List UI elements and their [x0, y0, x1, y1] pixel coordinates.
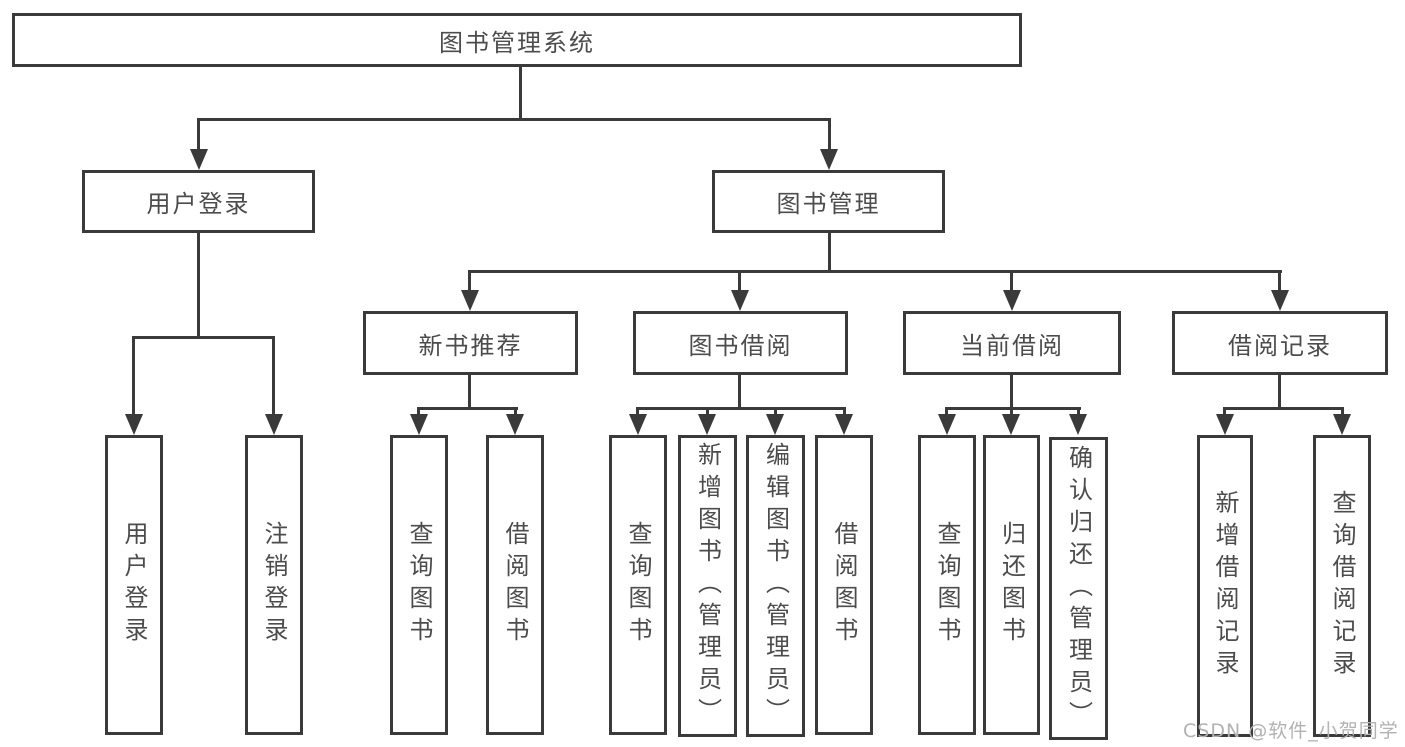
node-label: 归还图书	[997, 521, 1026, 649]
arrow-down-icon	[629, 414, 647, 435]
connector-line	[738, 375, 741, 409]
connector-line	[468, 270, 1282, 273]
connector-line	[945, 407, 948, 416]
node-borrow-books: 借阅图书	[486, 435, 544, 735]
connector-line	[1223, 407, 1226, 416]
arrow-down-icon	[938, 414, 956, 435]
arrow-down-icon	[731, 290, 749, 311]
connector-line	[468, 375, 471, 409]
node-add-books-admin: 新增图书（管理员）	[678, 435, 737, 737]
connector-line	[514, 407, 517, 416]
node-label: 查询图书	[405, 521, 433, 649]
node-borrow-books: 借阅图书	[815, 435, 873, 735]
connector-line	[636, 407, 846, 410]
arrow-down-icon	[1216, 414, 1234, 435]
connector-line	[132, 336, 275, 339]
node-user-login: 用户登录	[82, 170, 315, 233]
connector-line	[706, 407, 709, 416]
node-label: 注销登录	[260, 521, 288, 649]
arrow-down-icon	[461, 290, 479, 311]
arrow-down-icon	[1003, 290, 1021, 311]
connector-line	[1010, 407, 1013, 416]
node-query-books: 查询图书	[390, 435, 448, 735]
connector-line	[519, 67, 522, 120]
connector-line	[417, 407, 420, 416]
node-user-login-leaf: 用户登录	[105, 435, 163, 735]
node-library-management-system: 图书管理系统	[12, 13, 1022, 67]
arrow-down-icon	[766, 414, 784, 435]
connector-line	[197, 118, 831, 121]
arrow-down-icon	[125, 414, 143, 435]
node-query-borrow-record: 查询借阅记录	[1313, 435, 1371, 737]
connector-line	[197, 118, 200, 152]
node-label: 新增借阅记录	[1211, 490, 1239, 682]
node-label: 查询借阅记录	[1328, 490, 1356, 682]
connector-line	[132, 336, 135, 416]
node-current-borrowing: 当前借阅	[903, 311, 1121, 375]
arrow-down-icon	[190, 149, 208, 170]
node-label: 查询图书	[624, 521, 652, 649]
arrow-down-icon	[1271, 290, 1289, 311]
node-label: 借阅图书	[501, 521, 529, 649]
connector-line	[828, 233, 831, 272]
connector-line	[1010, 270, 1013, 294]
node-label: 确认归还（管理员）	[1064, 444, 1093, 733]
node-label: 查询图书	[933, 521, 961, 649]
arrow-down-icon	[506, 414, 524, 435]
node-label: 借阅记录	[1228, 331, 1332, 360]
arrow-down-icon	[410, 414, 428, 435]
node-label: 当前借阅	[960, 331, 1064, 360]
node-query-books: 查询图书	[918, 435, 976, 735]
connector-line	[828, 118, 831, 152]
node-label: 图书借阅	[688, 331, 793, 360]
node-label: 编辑图书（管理员）	[761, 442, 790, 730]
arrow-down-icon	[265, 414, 283, 435]
connector-line	[1341, 407, 1344, 416]
node-borrowing-records: 借阅记录	[1172, 311, 1388, 375]
node-label: 新增图书（管理员）	[693, 442, 722, 730]
node-label: 用户登录	[146, 190, 251, 218]
node-label: 新书推荐	[418, 331, 523, 360]
connector-line	[945, 407, 1081, 410]
connector-line	[1077, 407, 1080, 416]
arrow-down-icon	[1333, 414, 1351, 435]
node-edit-books-admin: 编辑图书（管理员）	[746, 435, 805, 737]
connector-line	[197, 233, 200, 338]
connector-line	[1223, 407, 1344, 410]
connector-line	[1278, 375, 1281, 409]
connector-line	[843, 407, 846, 416]
node-query-books: 查询图书	[609, 435, 667, 735]
connector-line	[738, 270, 741, 294]
connector-line	[636, 407, 639, 416]
csdn-watermark: CSDN @软件_小贺同学	[1183, 720, 1399, 742]
node-add-borrow-record: 新增借阅记录	[1197, 435, 1253, 737]
node-book-management: 图书管理	[712, 170, 945, 233]
connector-line	[774, 407, 777, 416]
node-label: 图书管理	[776, 190, 881, 218]
node-logout: 注销登录	[245, 435, 303, 735]
node-book-borrowing: 图书借阅	[633, 311, 848, 375]
node-return-books: 归还图书	[983, 435, 1040, 735]
node-label: 用户登录	[120, 521, 148, 649]
connector-line	[417, 407, 518, 410]
connector-line	[272, 336, 275, 416]
arrow-down-icon	[698, 414, 716, 435]
connector-line	[468, 270, 471, 294]
arrow-down-icon	[835, 414, 853, 435]
arrow-down-icon	[1002, 414, 1020, 435]
node-label: 图书管理系统	[439, 28, 595, 57]
connector-line	[1010, 375, 1013, 409]
arrow-down-icon	[1069, 414, 1087, 435]
node-label: 借阅图书	[830, 521, 858, 649]
node-confirm-return-admin: 确认归还（管理员）	[1049, 437, 1108, 740]
arrow-down-icon	[820, 149, 838, 170]
node-new-book-recommendation: 新书推荐	[363, 311, 578, 375]
connector-line	[1278, 270, 1281, 294]
